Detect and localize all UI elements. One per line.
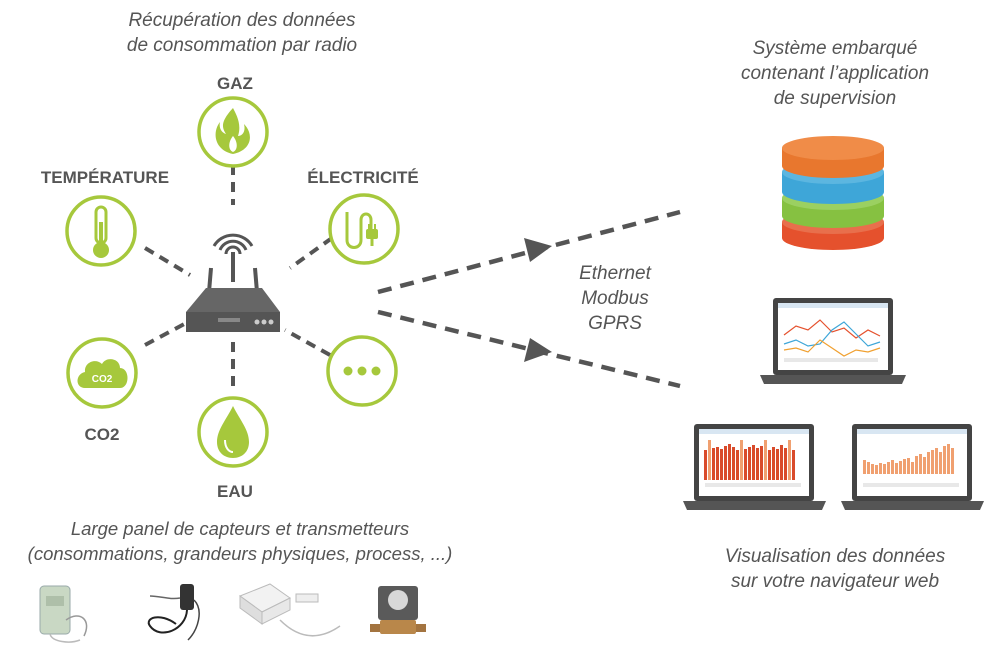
chart-bar bbox=[903, 459, 906, 474]
database-icon bbox=[782, 136, 884, 250]
chart-bar bbox=[728, 444, 731, 480]
label-eau: EAU bbox=[217, 482, 253, 501]
chart-bar bbox=[784, 448, 787, 480]
chart-bar bbox=[708, 440, 711, 480]
label-co2: CO2 bbox=[84, 425, 120, 444]
chart-bar bbox=[947, 444, 950, 474]
chart-bar bbox=[907, 458, 910, 474]
chart-bar bbox=[931, 450, 934, 474]
protocols-caption: Ethernet Modbus GPRS bbox=[560, 261, 670, 336]
more-icon bbox=[326, 335, 398, 407]
chart-bar bbox=[756, 448, 759, 480]
top-caption-line-1: Récupération des données bbox=[128, 10, 356, 31]
chart-bar bbox=[780, 445, 783, 480]
top-caption: Récupération des données de consommation… bbox=[92, 8, 392, 58]
chart-bar bbox=[744, 449, 747, 480]
bar-series-red bbox=[704, 440, 795, 480]
network-arrows bbox=[377, 209, 681, 389]
chart-bar bbox=[923, 457, 926, 474]
chart-bar bbox=[788, 440, 791, 480]
chart-bar bbox=[899, 461, 902, 474]
server-caption-line-1: Système embarqué bbox=[752, 38, 918, 59]
chart-bar bbox=[911, 462, 914, 474]
router-icon bbox=[186, 233, 280, 332]
chart-bar bbox=[736, 450, 739, 480]
chart-bar bbox=[927, 452, 930, 474]
sensor-connectors bbox=[143, 165, 334, 392]
chart-bar bbox=[740, 440, 743, 480]
chart-bar bbox=[891, 460, 894, 474]
chart-bar bbox=[939, 452, 942, 474]
server-caption-line-3: de supervision bbox=[773, 88, 897, 109]
label-gaz: GAZ bbox=[217, 74, 253, 93]
protocol-ethernet: Ethernet bbox=[579, 263, 651, 284]
chart-bar bbox=[895, 463, 898, 474]
chart-bar bbox=[776, 449, 779, 480]
protocol-modbus: Modbus bbox=[581, 288, 649, 309]
arrow-head-lower bbox=[524, 338, 552, 362]
laptop-icon bbox=[841, 424, 984, 510]
chart-bar bbox=[943, 446, 946, 474]
plug-icon bbox=[328, 193, 400, 265]
chart-bar bbox=[716, 447, 719, 480]
web-caption-line-1: Visualisation des données bbox=[724, 546, 946, 567]
chart-bar bbox=[764, 440, 767, 480]
label-electricite: ÉLECTRICITÉ bbox=[307, 168, 419, 187]
chart-bar bbox=[748, 447, 751, 480]
chart-bar bbox=[792, 450, 795, 480]
top-caption-line-2: de consommation par radio bbox=[126, 35, 358, 56]
cloud-co2-icon: CO2 bbox=[66, 337, 138, 409]
chart-bar bbox=[875, 465, 878, 474]
laptop-icon bbox=[760, 298, 906, 384]
chart-bar bbox=[724, 446, 727, 480]
bottom-caption-line-2: (consommations, grandeurs physiques, pro… bbox=[27, 543, 453, 564]
chart-bar bbox=[871, 464, 874, 474]
chart-bar bbox=[919, 454, 922, 474]
chart-bar bbox=[863, 460, 866, 474]
server-caption: Système embarqué contenant l’application… bbox=[690, 36, 980, 111]
laptop-icon bbox=[683, 424, 826, 510]
chart-bar bbox=[879, 463, 882, 474]
co2-icon-text: CO2 bbox=[92, 374, 113, 385]
thermometer-icon bbox=[65, 195, 137, 267]
chart-bar bbox=[887, 462, 890, 474]
chart-bar bbox=[704, 450, 707, 480]
chart-bar bbox=[720, 449, 723, 480]
bottom-caption-line-1: Large panel de capteurs et transmetteurs bbox=[70, 518, 410, 539]
chart-bar bbox=[951, 448, 954, 474]
web-caption-line-2: sur votre navigateur web bbox=[730, 571, 940, 592]
sensor-device-4 bbox=[370, 586, 426, 634]
chart-bar bbox=[915, 456, 918, 474]
chart-bar bbox=[732, 447, 735, 480]
chart-bar bbox=[752, 445, 755, 480]
chart-bar bbox=[867, 462, 870, 474]
chart-bar bbox=[772, 447, 775, 480]
chart-bar bbox=[712, 448, 715, 480]
arrow-head-upper bbox=[524, 238, 552, 262]
chart-bar bbox=[768, 450, 771, 480]
label-temperature: TEMPÉRATURE bbox=[40, 168, 170, 187]
chart-bar bbox=[935, 448, 938, 474]
chart-bar bbox=[760, 446, 763, 480]
bottom-caption: Large panel de capteurs et transmetteurs… bbox=[0, 516, 480, 566]
server-caption-line-2: contenant l’application bbox=[740, 63, 930, 84]
water-drop-icon bbox=[197, 396, 269, 468]
web-caption: Visualisation des données sur votre navi… bbox=[690, 544, 980, 594]
sensor-device-1 bbox=[39, 585, 88, 643]
chart-bar bbox=[883, 464, 886, 474]
bar-series-orange bbox=[863, 444, 954, 474]
protocol-gprs: GPRS bbox=[588, 313, 642, 334]
flame-icon bbox=[197, 96, 269, 168]
sensor-device-2 bbox=[147, 584, 200, 641]
sensor-device-3 bbox=[238, 583, 341, 637]
